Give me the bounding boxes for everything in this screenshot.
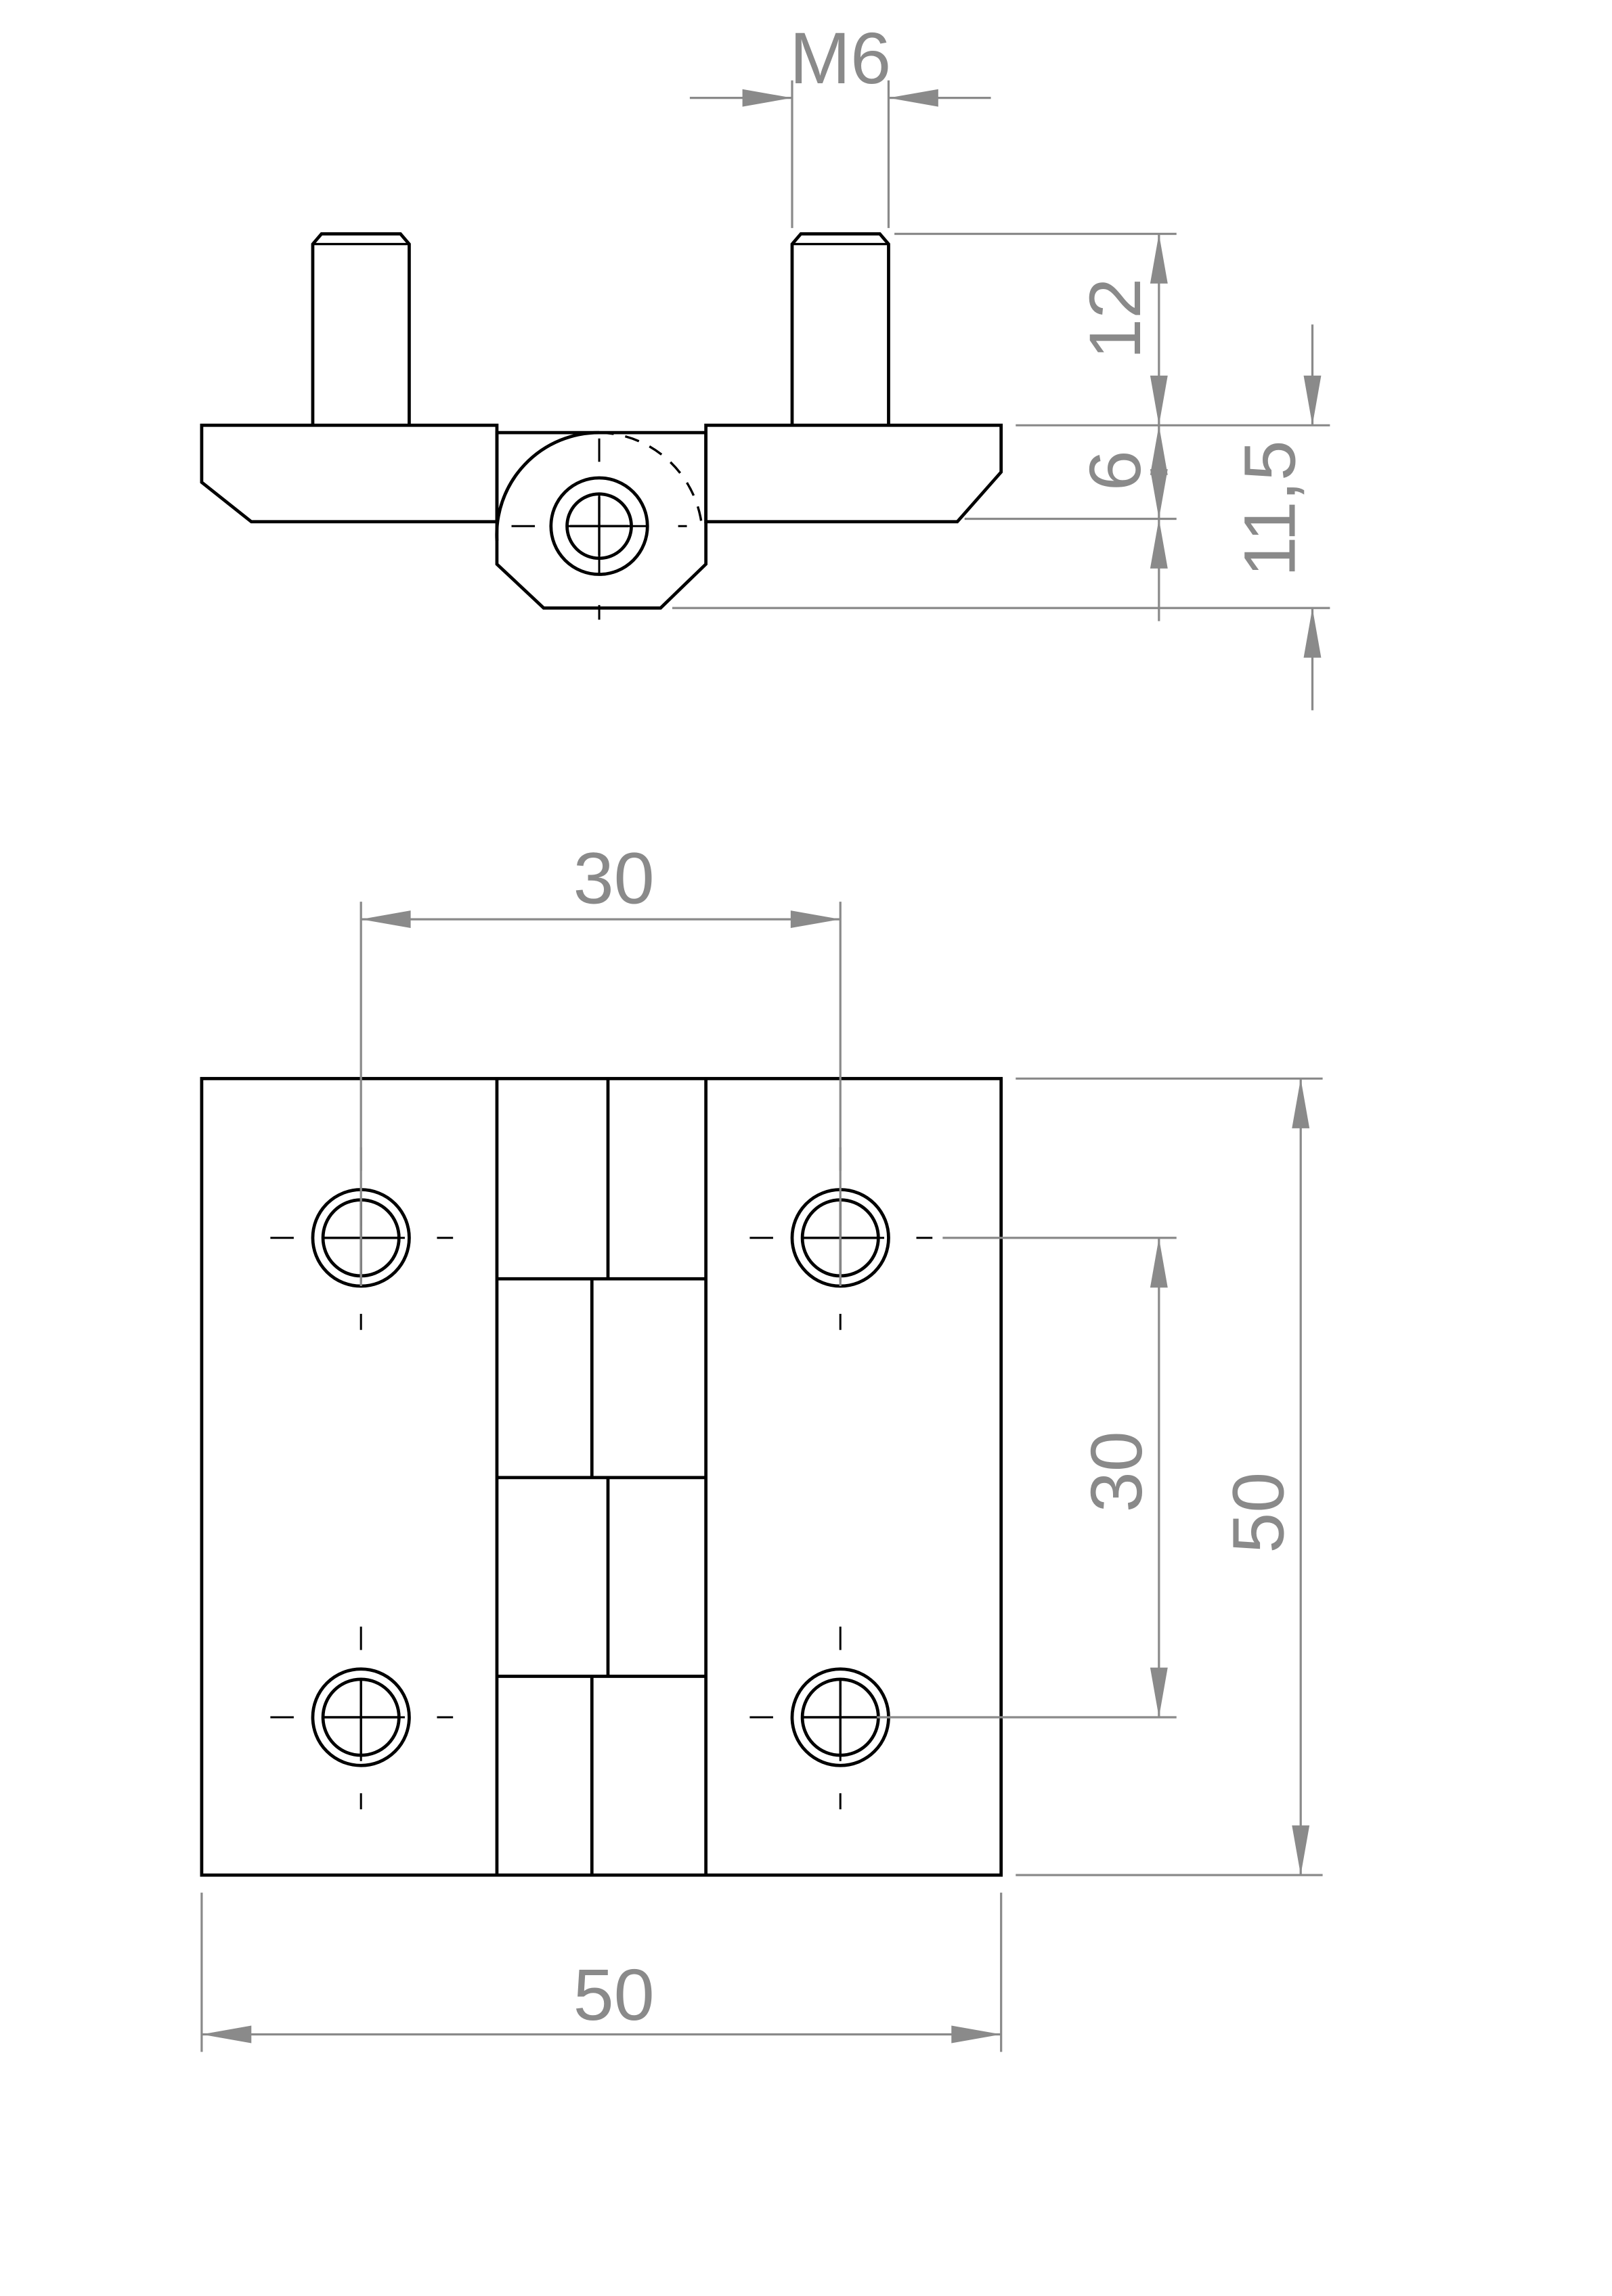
- left-leaf-profile: [200, 423, 499, 524]
- knuckle-arc: [495, 430, 600, 542]
- side-view-dimensions: M6 12 6 11,5: [672, 17, 1330, 711]
- front-view-dimensions: 30 30 50 50: [200, 837, 1323, 2052]
- right-leaf-profile: [704, 423, 1003, 524]
- dim-total-height-label: 11,5: [1229, 440, 1311, 577]
- dim-leaf-thickness-label: 6: [1074, 450, 1156, 491]
- dim-overall-width-label: 50: [573, 1953, 655, 2035]
- knuckle-hidden-arc: [599, 431, 703, 524]
- left-bolt: [311, 232, 411, 426]
- dim-hole-spacing-horizontal-label: 30: [573, 837, 655, 919]
- hole-bottom-left: [270, 1627, 454, 1810]
- dim-thread-label: M6: [789, 17, 891, 99]
- front-view: [200, 1077, 1003, 1877]
- knuckle-profile: [495, 430, 708, 610]
- hinge-outline: [200, 1077, 1003, 1877]
- dim-hole-spacing-vertical-label: 30: [1075, 1431, 1157, 1512]
- pin-outer-circle: [549, 476, 649, 576]
- dim-bolt-length-label: 12: [1074, 278, 1156, 359]
- right-bolt: [790, 232, 890, 426]
- dim-overall-height-label: 50: [1217, 1472, 1299, 1553]
- side-view: [200, 232, 1003, 620]
